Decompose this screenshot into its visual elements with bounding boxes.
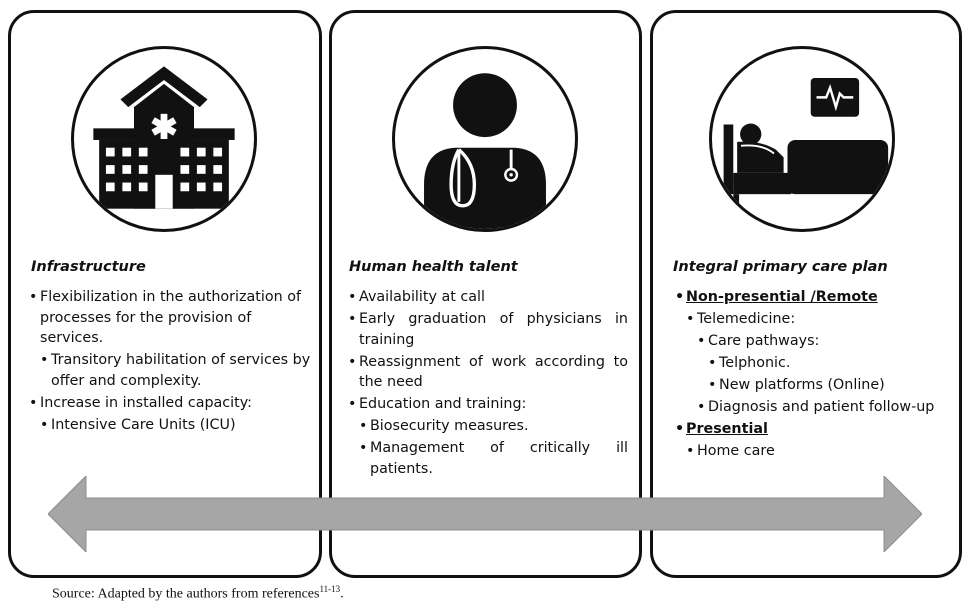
hospital-icon-circle	[71, 46, 257, 232]
source-caption: Source: Adapted by the authors from refe…	[52, 584, 344, 603]
list-item: Increase in installed capacity:	[29, 393, 314, 414]
integral-primary-care-panel: Integral primary care plan Non-presentia…	[650, 10, 962, 578]
list-item: Presential	[675, 419, 960, 440]
list-item: Management of critically ill patients.	[348, 438, 628, 479]
list-item: Telphonic.	[675, 353, 960, 374]
double-headed-arrow-icon	[48, 476, 922, 552]
bullet-list: Flexibilization in the authorization of …	[29, 287, 314, 437]
list-item: Diagnosis and patient follow-up	[675, 397, 960, 418]
list-item: Flexibilization in the authorization of …	[29, 287, 314, 349]
list-item: Non-presential /Remote	[675, 287, 960, 308]
list-item: Telemedicine:	[675, 309, 960, 330]
infrastructure-panel: Infrastructure Flexibilization in the au…	[8, 10, 322, 578]
doctor-stethoscope-icon	[424, 73, 546, 229]
human-health-talent-panel: Human health talent Availability at call…	[329, 10, 642, 578]
list-item: Care pathways:	[675, 331, 960, 352]
bullet-list: Non-presential /Remote Telemedicine: Car…	[675, 287, 960, 463]
bullet-list: Availability at call Early graduation of…	[348, 287, 628, 481]
list-item: Early graduation of physicians in traini…	[348, 309, 628, 350]
list-item: Home care	[675, 441, 960, 462]
patient-bed-icon-circle	[709, 46, 895, 232]
list-item: Intensive Care Units (ICU)	[29, 415, 314, 436]
patient-bed-monitor-icon	[723, 78, 889, 208]
panel-title: Integral primary care plan	[673, 259, 888, 275]
list-item: Transitory habilitation of services by o…	[29, 350, 314, 391]
list-item: Reassignment of work according to the ne…	[348, 352, 628, 393]
list-item: Availability at call	[348, 287, 628, 308]
source-text: Source: Adapted by the authors from refe…	[52, 586, 320, 602]
panel-title: Infrastructure	[31, 259, 146, 275]
source-suffix: .	[340, 586, 344, 602]
panel-title: Human health talent	[349, 259, 518, 275]
source-refs: 11-13	[319, 584, 341, 594]
list-item: Education and training:	[348, 394, 628, 415]
hospital-building-icon	[93, 66, 235, 209]
doctor-icon-circle	[392, 46, 578, 232]
list-item: New platforms (Online)	[675, 375, 960, 396]
list-item: Biosecurity measures.	[348, 416, 628, 437]
